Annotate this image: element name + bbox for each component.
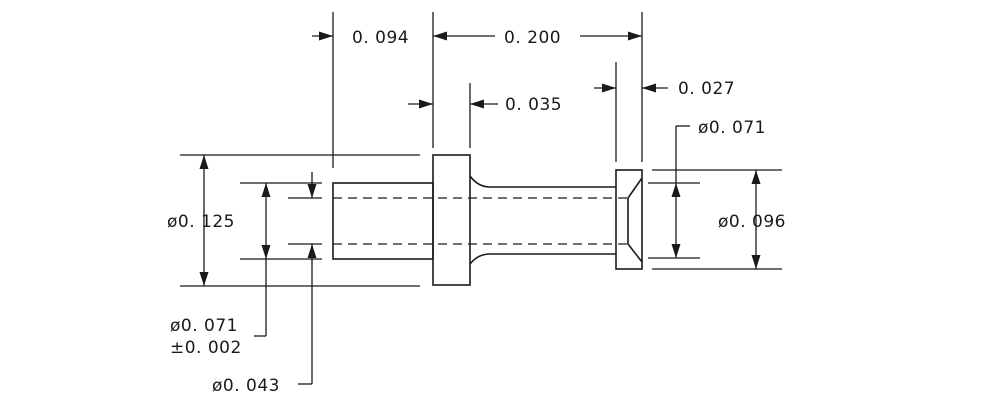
dim-end-diameter: ø0. 071 xyxy=(698,118,766,138)
dim-bore-tolerance: ±0. 002 xyxy=(170,338,242,358)
chamfer xyxy=(627,177,643,263)
dimension-labels: 0. 094 0. 200 0. 035 0. 027 ø0. 071 ø0. … xyxy=(167,28,786,396)
dim-flange-diameter: ø0. 096 xyxy=(718,212,786,232)
dim-collar-offset: 0. 094 xyxy=(352,28,409,48)
hidden-bore-lines xyxy=(333,197,628,245)
dim-collar-diameter: ø0. 125 xyxy=(167,212,235,232)
dimension-lines xyxy=(199,31,761,385)
dim-collar-width: 0. 035 xyxy=(505,95,562,115)
part-outline xyxy=(332,154,643,286)
left-shank xyxy=(332,182,434,260)
dim-inner-bore-diameter: ø0. 043 xyxy=(212,376,280,396)
dim-bore-diameter: ø0. 071 xyxy=(170,316,238,336)
end-flange xyxy=(615,169,643,270)
neck xyxy=(469,175,616,265)
dim-end-flange-width: 0. 027 xyxy=(678,79,735,99)
collar xyxy=(432,154,471,286)
dim-overall-length: 0. 200 xyxy=(504,28,561,48)
extension-lines xyxy=(180,12,782,287)
